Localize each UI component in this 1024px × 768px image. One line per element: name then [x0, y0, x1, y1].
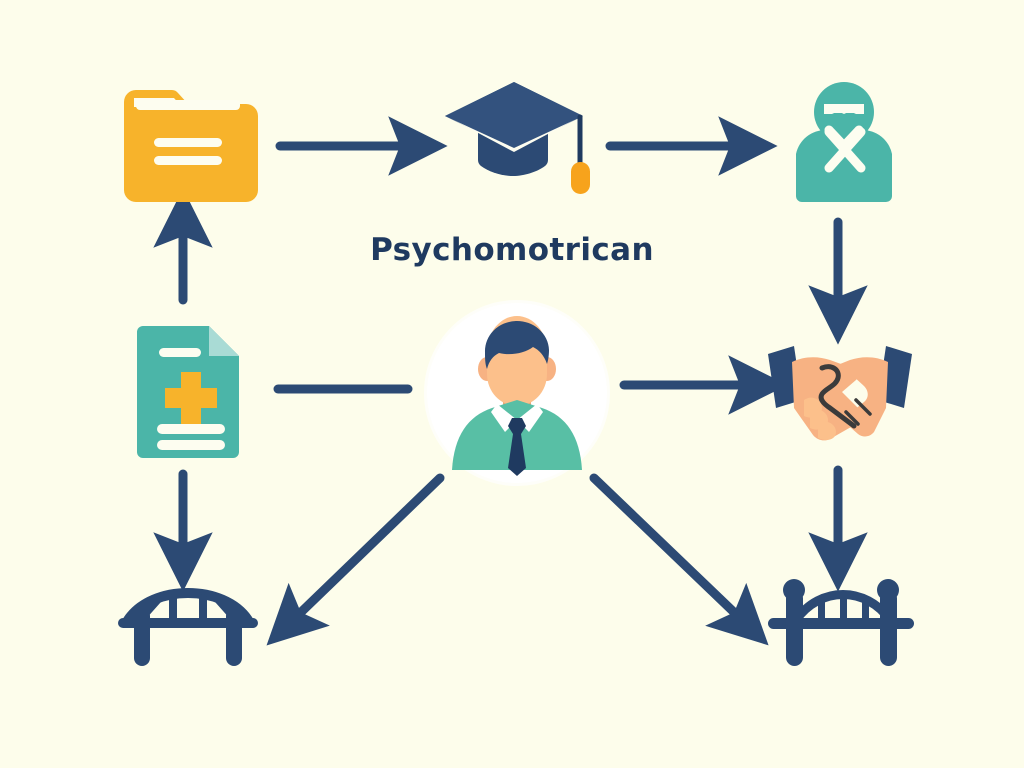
connector-avatar-to-bridge-left [266, 473, 445, 646]
medical-record-icon [137, 326, 239, 458]
medical-practitioner-icon [796, 82, 892, 202]
node-handshake[interactable] [760, 338, 920, 448]
node-bridge-right[interactable] [762, 570, 920, 670]
person-avatar [427, 303, 607, 483]
handshake-icon [768, 346, 912, 441]
connector-avatar-to-bridge-right [589, 473, 769, 646]
node-medical-record[interactable] [135, 320, 247, 460]
node-graduation-cap[interactable] [440, 72, 600, 202]
node-folder[interactable] [118, 78, 258, 208]
node-bridge-left[interactable] [112, 578, 264, 670]
node-person-avatar[interactable] [424, 300, 610, 486]
bridge-icon [768, 579, 914, 666]
folder-icon [124, 90, 258, 202]
bridge-icon [118, 588, 258, 666]
node-medical-practitioner[interactable] [788, 74, 900, 206]
diagram-title: Psychomotrican [370, 232, 654, 268]
graduation-cap-icon [445, 82, 590, 194]
